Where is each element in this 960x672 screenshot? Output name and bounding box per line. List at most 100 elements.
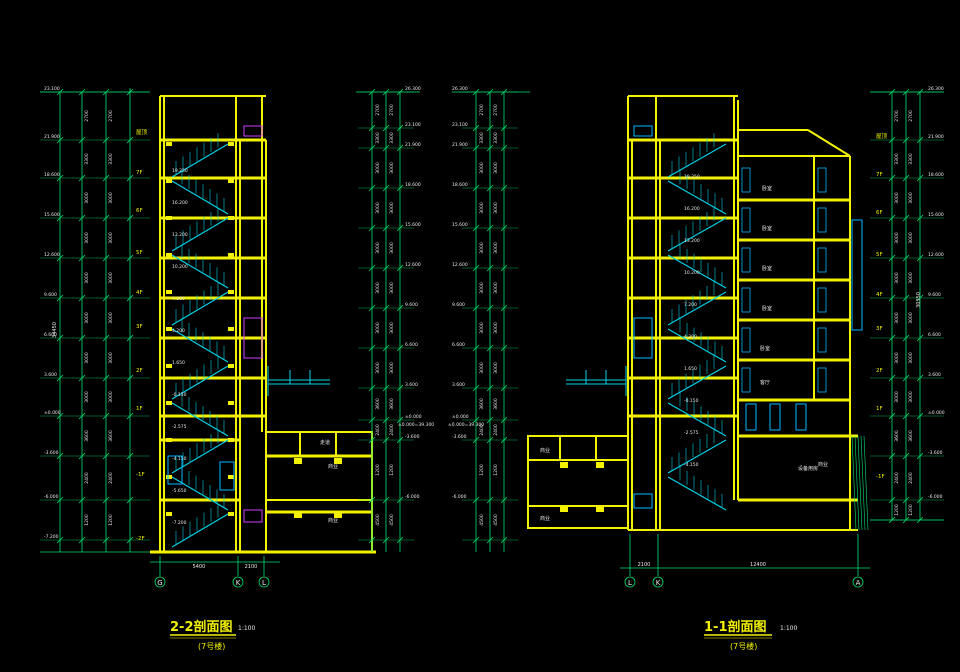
stair-landing-elevation: -4.150 [172,456,187,462]
dimension-value: 4500 [375,514,381,526]
stair-flight [166,392,234,437]
dimension-value: 3000 [479,202,485,214]
stair-flight [667,133,727,178]
elevation-mark: 18.600 [928,172,944,178]
stair-flight [667,429,727,474]
dimension-value: 3300 [375,132,381,144]
floor-tag: 2F [136,368,143,374]
dimension-value: 3300 [908,153,914,165]
stair-flight [667,392,727,437]
stair-flight [166,466,234,511]
stair-flight [667,318,727,363]
span-dim-left-2: 2100 [245,564,258,570]
elevation-mark: 6.600 [44,332,57,338]
floor-tag: 3F [136,324,143,330]
axis-label-k: K [236,579,241,587]
elevation-mark: 18.600 [405,182,421,188]
stair-flight [166,207,234,252]
floor-tag: 2F [876,368,883,374]
room-label: 卧室 [762,185,772,192]
section-1-1: 19.25016.20013.20010.2007.2004.2001.650-… [527,86,945,651]
dimension-value: 1200 [894,504,900,516]
dimension-value: 3000 [493,162,499,174]
stair-landing-elevation: -2.575 [172,424,187,430]
elevation-mark: 23.100 [452,122,468,128]
elevation-mark: 3.600 [44,372,57,378]
right-section-title: 1-1剖面图 [704,619,767,635]
dimension-value: 3000 [108,272,114,284]
stair-flight [166,429,234,474]
dimension-value: 3000 [375,322,381,334]
elevation-mark: -6.000 [405,494,420,500]
elevation-mark: 6.600 [405,342,418,348]
room-label: 卧室 [762,305,772,312]
elevation-mark: 12.600 [44,252,60,258]
elevation-mark: -6.000 [44,494,59,500]
dimension-value: 3000 [375,202,381,214]
dimension-value: 3000 [84,192,90,204]
mid-room-label-3: 走道 [320,439,330,446]
left-section-scale: 1:100 [238,625,255,632]
window-mark [817,327,827,353]
floor-tag: 5F [136,250,143,256]
elevation-mark: 26.300 [405,86,421,92]
stair-flight [166,281,234,326]
dimension-value: 1200 [108,514,114,526]
stair-landing-elevation: -4.150 [684,462,699,468]
dimension-value: 3600 [479,398,485,410]
elevation-mark: 3.600 [452,382,465,388]
left-total-height: 34450 [52,322,58,338]
stair-landing-elevation: -7.200 [172,520,187,526]
stair-landing-elevation: -2.575 [684,430,699,436]
span-dim-left-1: 5400 [193,564,206,570]
elevation-mark: -3.600 [452,434,467,440]
window-mark [817,367,827,393]
dimension-value: 2700 [908,110,914,122]
dimension-value: 2400 [108,472,114,484]
dimension-value: 1200 [389,464,395,476]
elevation-mark: 9.600 [928,292,941,298]
stair-landing-elevation: 13.200 [172,232,188,238]
stair-flight [166,170,234,215]
floor-tag: 4F [876,292,883,298]
dimension-value: 3000 [894,232,900,244]
dimension-value: 3000 [108,352,114,364]
dimension-value: 1200 [908,504,914,516]
dimension-value: 2400 [493,424,499,436]
stair-flight [166,133,234,178]
elevation-mark: 15.600 [405,222,421,228]
dimension-value: 3000 [493,282,499,294]
stair-landing-elevation: 1.650 [684,366,697,372]
dimension-value: 3000 [389,322,395,334]
stair-flight [166,355,234,400]
elevation-mark: ±0.000 [452,414,469,420]
axis-label-l-right: L [628,579,632,587]
dimension-value: 4500 [389,514,395,526]
dimension-value: 3000 [908,312,914,324]
dimension-value: 3000 [389,362,395,374]
window-mark [817,247,827,273]
elevation-mark: 9.600 [452,302,465,308]
dimension-value: 3000 [389,242,395,254]
stair-landing-elevation: -0.150 [684,398,699,404]
dimension-value: 3000 [479,162,485,174]
span-dim-right-2: 12400 [750,562,766,568]
axis-bubble-k [232,576,244,588]
mid-room-label-1: 商业 [328,463,338,470]
stair-landing-elevation: -0.150 [172,392,187,398]
dimension-value: 4500 [493,514,499,526]
elevation-mark: 12.600 [405,262,421,268]
elevation-mark: 15.600 [44,212,60,218]
elevation-mark: 12.600 [452,262,468,268]
floor-tag: 3F [876,326,883,332]
elevation-mark: 15.600 [452,222,468,228]
dimension-value: 3000 [908,272,914,284]
dimension-value: 3000 [894,312,900,324]
mid-right-elevation-pair: ±0.000=39.300 [448,422,484,428]
mid-room-label-2: 商业 [328,517,338,524]
window-mark [817,287,827,313]
dimension-value: 2700 [894,110,900,122]
elevation-mark: 21.900 [452,142,468,148]
room-label: 商业 [540,515,550,522]
dimension-value: 3000 [479,362,485,374]
